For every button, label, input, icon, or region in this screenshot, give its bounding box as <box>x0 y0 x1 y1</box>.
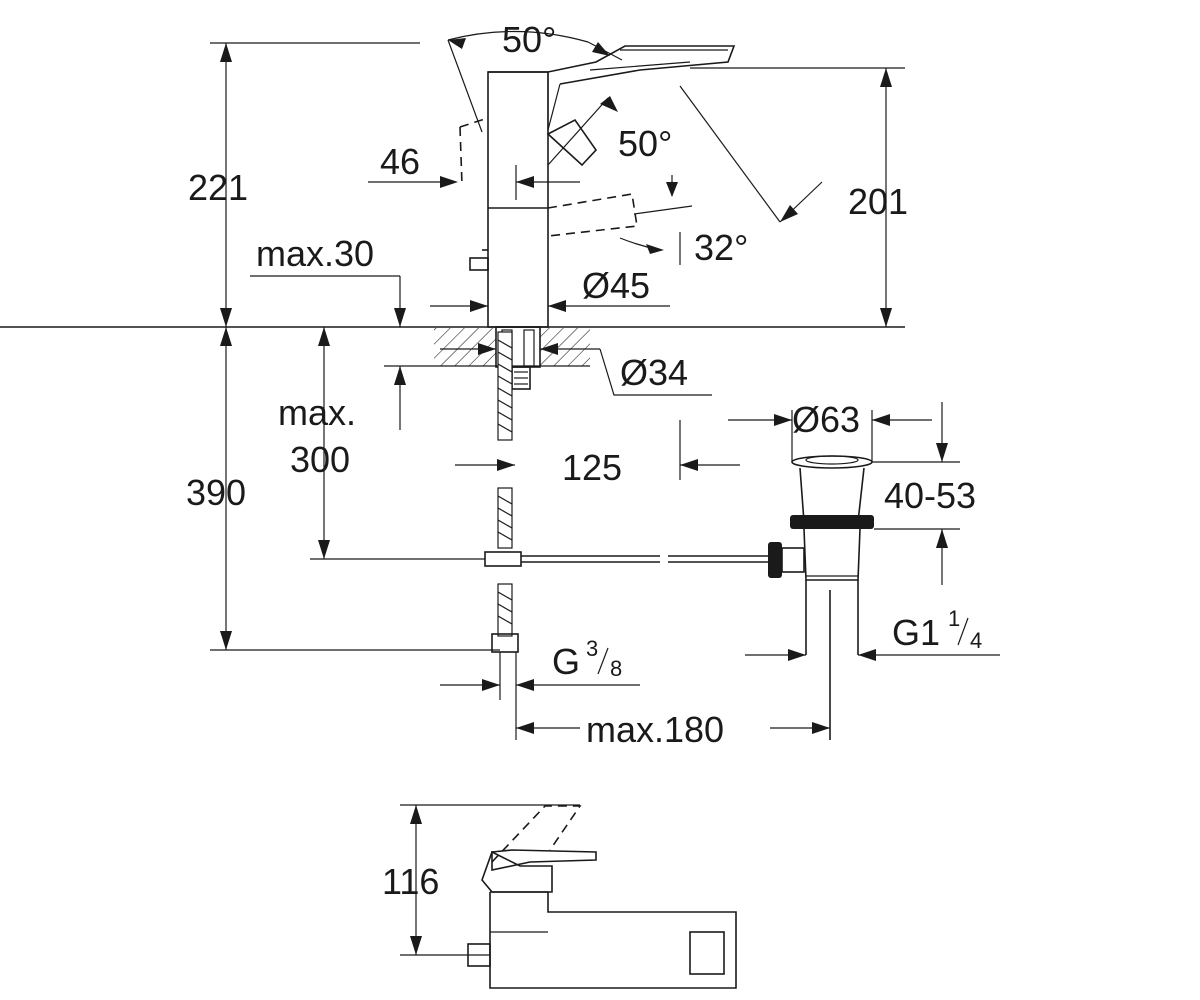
label-deck-thickness: max.30 <box>256 233 374 274</box>
label-overall-height: 221 <box>188 167 248 208</box>
waste-fitting <box>768 455 874 740</box>
side-view <box>400 804 737 989</box>
label-below-deck: 390 <box>186 472 246 513</box>
label-waste-thread-num: 1 <box>948 606 960 631</box>
label-max-reach: max.180 <box>586 709 724 750</box>
label-body-diameter: Ø45 <box>582 265 650 306</box>
label-waste-thread: G1 <box>892 612 940 653</box>
label-angle-spout: 32° <box>694 227 748 268</box>
label-lever-offset: 46 <box>380 141 420 182</box>
dimension-lines <box>210 30 1000 740</box>
label-side-height: 116 <box>382 861 439 902</box>
label-waste-diameter: Ø63 <box>792 399 860 440</box>
label-angle-top: 50° <box>502 19 556 60</box>
label-supply-thread: G <box>552 641 580 682</box>
label-supply-thread-den: 8 <box>610 656 622 681</box>
label-angle-lever: 50° <box>618 123 672 164</box>
label-hose-depth-line1: max. <box>278 392 356 433</box>
label-spout-height: 201 <box>848 181 908 222</box>
label-hole-diameter: Ø34 <box>620 352 688 393</box>
label-drain-offset: 125 <box>562 447 622 488</box>
dimension-labels: 50° 50° 32° 221 201 46 max.30 Ø45 Ø34 ma… <box>186 19 982 902</box>
supply-hoses <box>484 331 522 653</box>
label-waste-thread-den: 4 <box>970 628 982 653</box>
label-supply-thread-num: 3 <box>586 636 598 661</box>
label-waste-height: 40-53 <box>884 475 976 516</box>
label-hose-depth-line2: 300 <box>290 439 350 480</box>
popup-rod <box>310 555 770 563</box>
